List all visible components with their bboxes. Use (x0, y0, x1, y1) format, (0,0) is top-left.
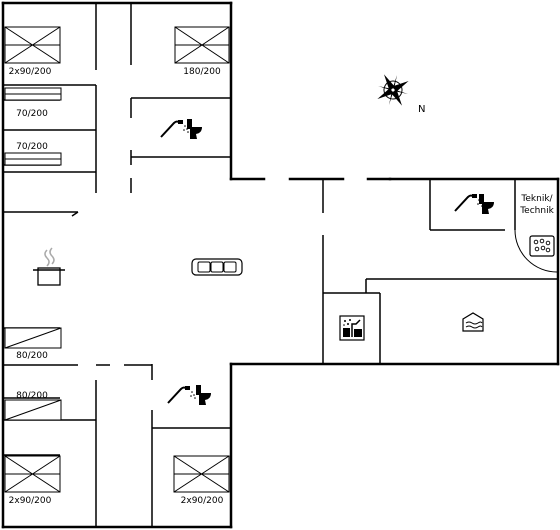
shower-icon (160, 120, 189, 138)
sofa-icon (191, 258, 243, 276)
toilet-icon (187, 119, 202, 139)
door-swing (514, 229, 558, 273)
bed-label: 80/200 (16, 351, 48, 361)
compass-rose-icon (377, 74, 409, 106)
bed-label: 70/200 (16, 109, 48, 119)
bed-label: 2x90/200 (9, 496, 52, 506)
pool-icon (462, 312, 484, 332)
toilet-icon (196, 385, 211, 405)
toilet-icon (479, 194, 494, 214)
bed-label: 180/200 (183, 67, 221, 77)
bed-80-a (4, 327, 62, 349)
shower-icon (454, 194, 483, 212)
bed-80-b (4, 399, 62, 421)
bed-label: 2x90/200 (181, 496, 224, 506)
whirlpool-icon (529, 235, 555, 257)
bed-label: 70/200 (16, 142, 48, 152)
cooking-pot-icon (33, 247, 65, 286)
bed-top-right (174, 26, 230, 64)
bed-70-a (4, 87, 62, 101)
bed-label: 2x90/200 (9, 67, 52, 77)
shower-icon (167, 386, 196, 404)
bed-bottom-left (4, 455, 61, 493)
technik-label-line2: Technik (519, 206, 554, 216)
bed-bottom-right (173, 455, 230, 493)
bed-70-b (4, 152, 62, 166)
interior-walls (2, 3, 558, 527)
technik-label-line1: Teknik/ (520, 194, 553, 204)
bed-top-left (4, 26, 61, 64)
bed-label: 80/200 (16, 391, 48, 401)
sauna-icon (339, 315, 365, 341)
compass-north-label: N (418, 104, 425, 115)
